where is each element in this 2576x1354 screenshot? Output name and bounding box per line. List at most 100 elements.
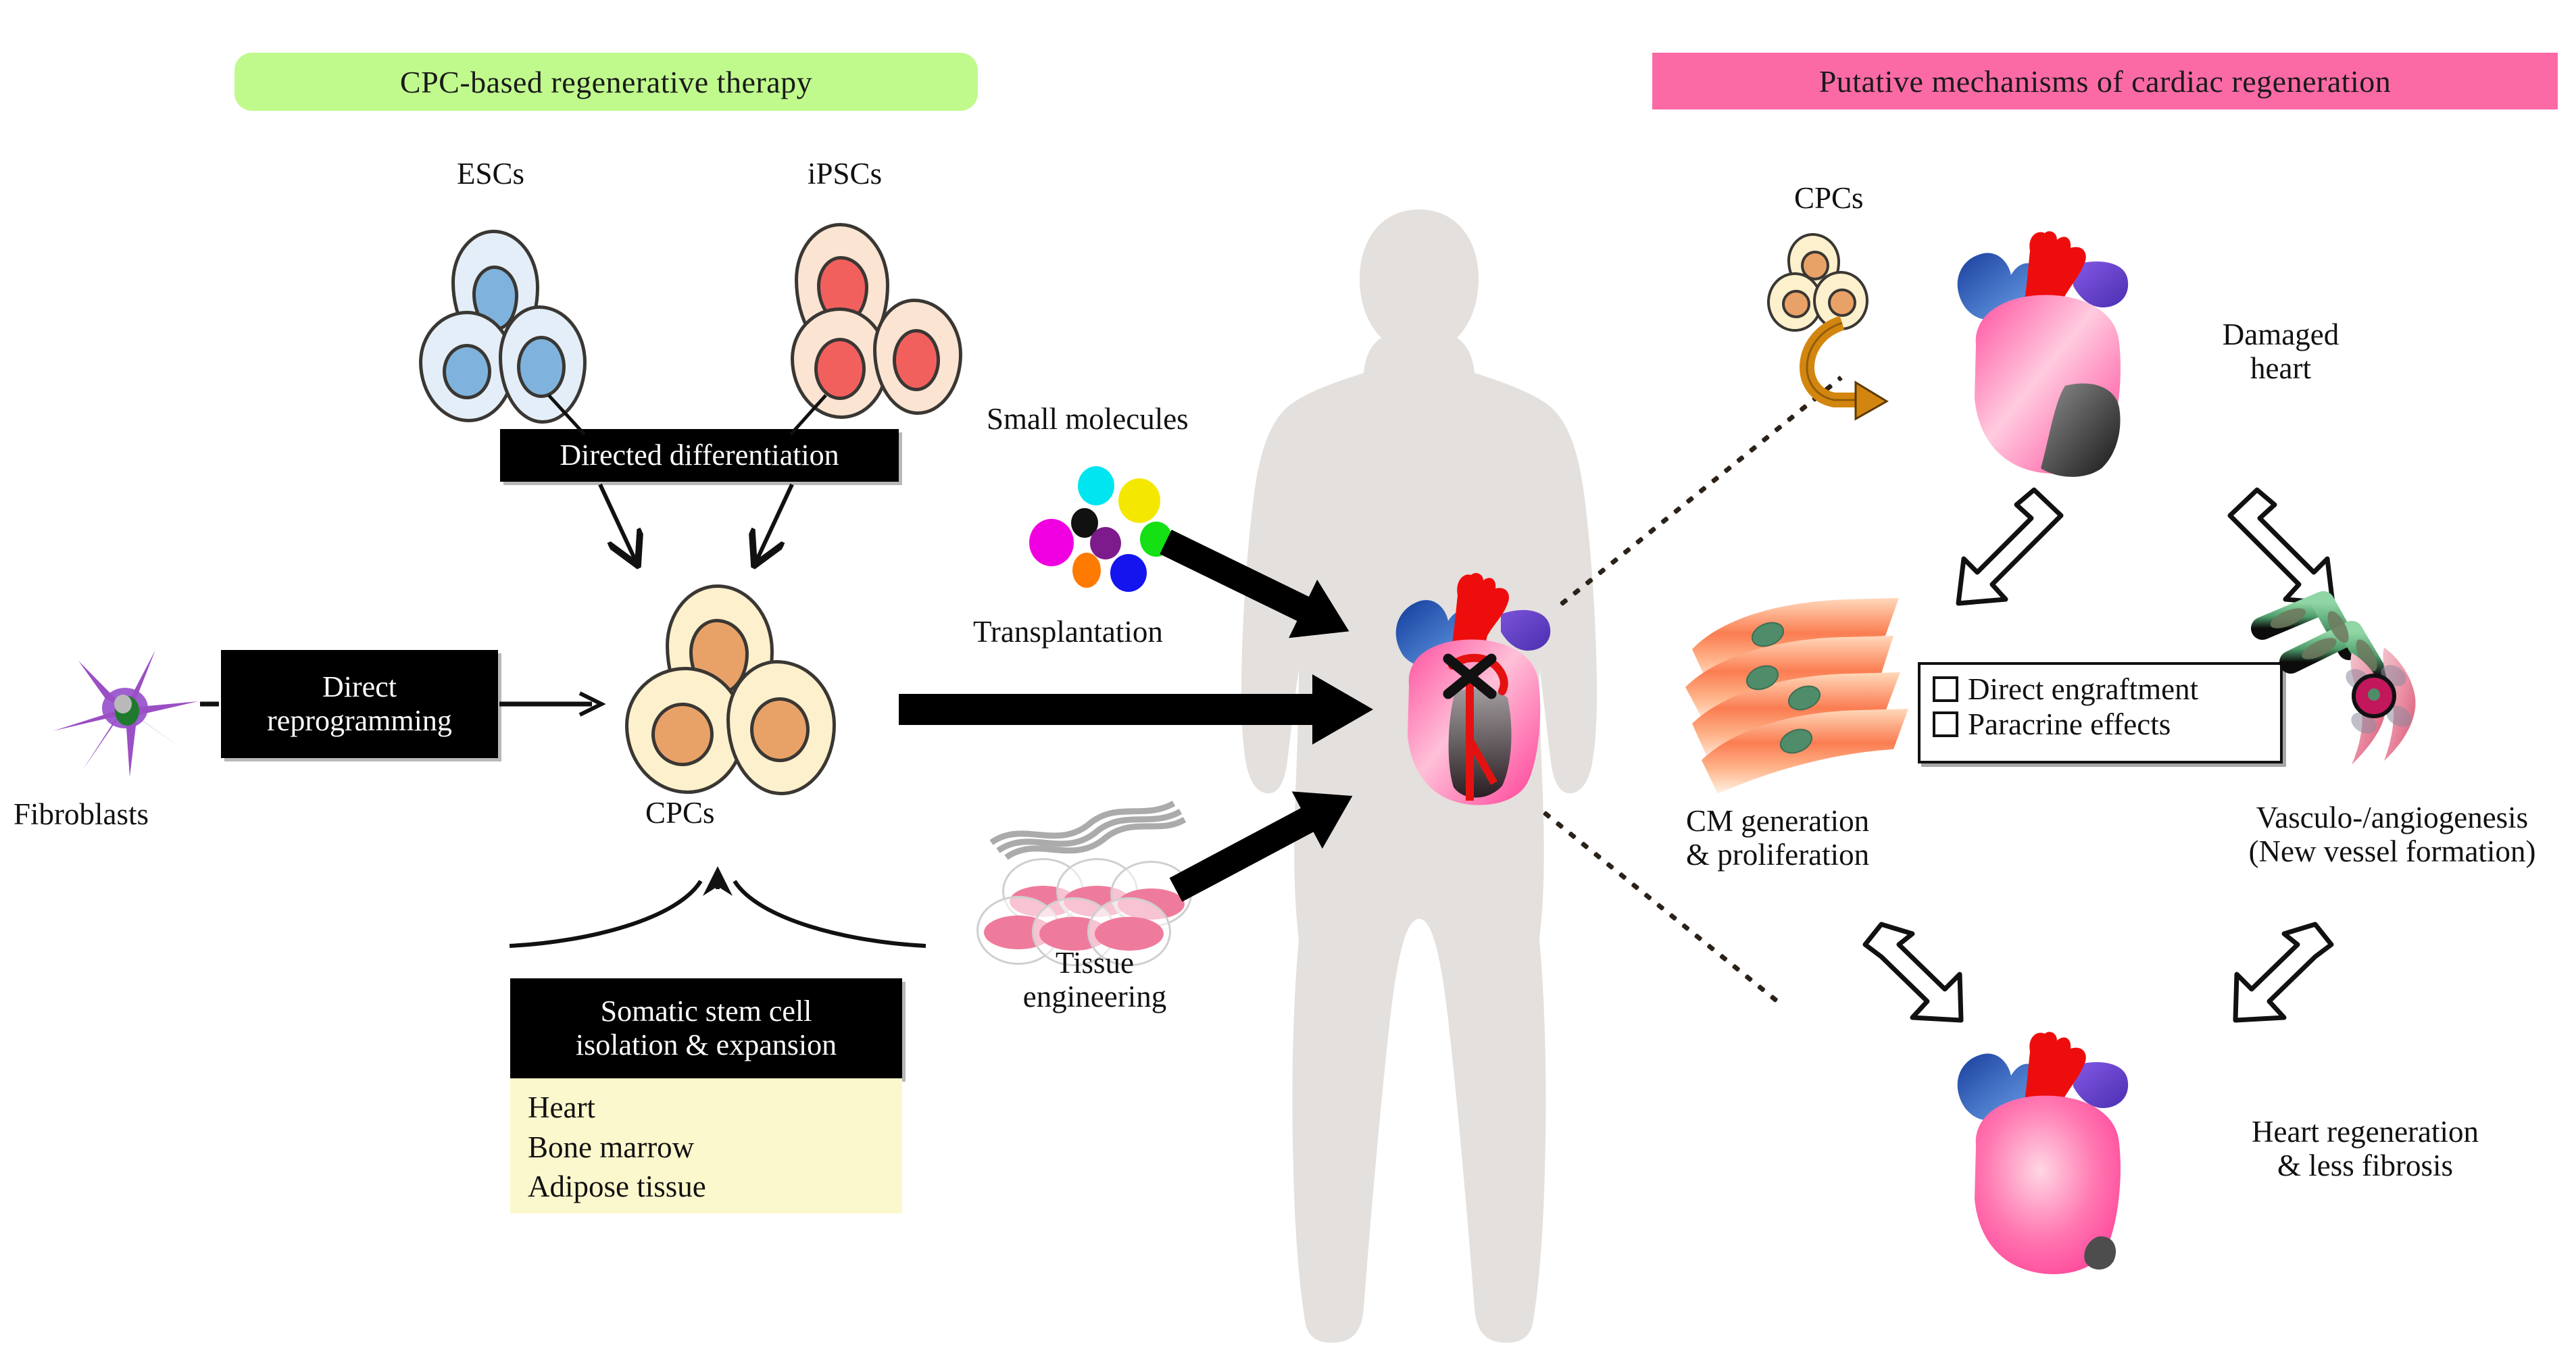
source-item: Bone marrow [528,1130,695,1164]
small-molecules-cluster [1024,466,1199,601]
arrow-ipsc-to-cpc [756,483,794,563]
cm-generation-line1: CM generation [1686,804,1870,838]
vasculogenesis-illustration [2250,588,2480,784]
ipsc-cell [873,299,962,415]
left-panel-header-text: CPC-based regenerative therapy [399,64,813,99]
fibroblasts-label: Fibroblasts [14,797,149,831]
checkbox-icon[interactable] [1933,711,1958,738]
heart-regen-line2: & less fibrosis [2277,1149,2453,1183]
mechanism-label: Paracrine effects [1968,707,2171,742]
cpc-cell-cluster-right [1767,233,1882,332]
human-body-silhouette [1237,203,1602,1345]
directed-differentiation-arrows [598,483,794,590]
pulmonary-vein [2072,1062,2129,1108]
ipsc-nucleus [814,338,866,400]
cpc-nucleus [1828,289,1856,317]
molecule-dot [1118,478,1160,523]
somatic-sources-list: Heart Bone marrow Adipose tissue [510,1078,902,1213]
direct-reprogramming-box: Direct reprogramming [221,650,498,758]
source-item: Adipose tissue [528,1170,706,1203]
somatic-box-line1: Somatic stem cell [600,994,812,1028]
damaged-heart-label: Damaged heart [2179,318,2382,386]
molecule-dot [1078,466,1114,505]
molecule-dot [1110,554,1147,592]
arrow-esc-to-cpc [598,483,637,563]
source-item: Heart [528,1090,595,1124]
esc-nucleus [443,344,491,399]
left-panel-header: CPC-based regenerative therapy [234,53,978,111]
cpc-homing-curved-arrow [1800,316,1889,421]
somatic-box-line2: isolation & expansion [575,1028,837,1061]
cm-generation-label: CM generation & proliferation [1686,804,1977,872]
damaged-heart-illustration [1946,231,2169,503]
transplantation-label: Transplantation [973,615,1163,649]
damaged-heart-line1: Damaged [2222,318,2339,351]
directed-differentiation-label: Directed differentiation [560,438,839,472]
molecule-dot [1072,553,1101,588]
hollow-arrow-down-left-top [1956,487,2064,606]
fibroblast-cell [41,628,209,791]
occlusion-x-mark [1443,653,1497,699]
residual-scar [2084,1236,2116,1270]
vasculo-line2: (New vessel formation) [2248,834,2536,869]
infarct-region [1448,688,1512,798]
hollow-arrow-down-right-bottom [1862,922,1964,1023]
cpc-cell [1767,272,1823,332]
cm-generation-line2: & proliferation [1686,838,1870,872]
coronary-artery [1448,653,1508,695]
culture-well [1087,897,1171,966]
pulmonary-vein [2072,261,2129,307]
right-panel-header: Putative mechanisms of cardiac regenerat… [1652,53,2558,109]
fibroblast-to-cpc-arrow [200,691,606,717]
cpcs-label-left: CPCs [645,796,715,830]
esc-cell-cluster [419,230,622,424]
vasculogenesis-label: Vasculo-/angiogenesis (New vessel format… [2210,801,2575,869]
cardiomyocyte-illustration [1683,598,1912,794]
tissue-engineering-label: Tissue engineering [993,946,1196,1014]
mechanism-row: Paracrine effects [1933,707,2267,742]
mechanism-row: Direct engraftment [1933,672,2267,707]
ipsc-label: iPSCs [808,157,883,191]
mechanism-label: Direct engraftment [1968,672,2199,706]
culture-media [1095,917,1164,951]
checkbox-icon[interactable] [1933,676,1958,703]
tissue-scaffold-sheet [989,801,1187,861]
esc-ipsc-leader-lines [547,394,827,436]
cpcs-label-right: CPCs [1794,181,1864,215]
tissue-engineering-line2: engineering [1022,980,1167,1014]
direct-reprogramming-line2: reprogramming [267,704,452,737]
somatic-sources-brace [509,866,926,948]
right-panel-header-text: Putative mechanisms of cardiac regenerat… [1818,64,2392,99]
molecule-dot [1090,527,1121,559]
heart-regen-line1: Heart regeneration [2251,1115,2479,1149]
ipsc-nucleus [893,329,940,391]
heart-regeneration-label: Heart regeneration & less fibrosis [2196,1115,2534,1183]
direct-reprogramming-line1: Direct [322,670,397,703]
cpc-cell [625,667,745,794]
vasculo-line1: Vasculo-/angiogenesis [2256,801,2529,834]
cpc-cell-cluster-left [625,584,855,795]
molecule-dot [1029,519,1074,566]
lad-branch [1466,738,1497,785]
esc-nucleus [517,336,566,398]
cpc-nucleus [1782,290,1810,318]
esc-label: ESCs [457,157,525,191]
small-molecules-label: Small molecules [987,402,1189,436]
ipsc-cell [791,307,889,419]
transplantation-arrow [899,674,1379,745]
mechanisms-box: Direct engraftment Paracrine effects [1918,662,2283,763]
somatic-stem-cell-box: Somatic stem cell isolation & expansion [510,978,902,1078]
infarct-scar [2041,383,2121,477]
cpc-nucleus [750,697,810,762]
directed-differentiation-box: Directed differentiation [500,429,899,482]
pulmonary-vein [1501,609,1551,651]
cpc-nucleus [651,703,714,766]
heart-muscle [1975,1095,2121,1274]
tissue-engineering-line1: Tissue [1056,946,1134,980]
regenerated-heart-illustration [1946,1032,2169,1304]
ipsc-cell-cluster [791,223,1000,419]
cpc-cell [726,660,836,795]
patient-heart-with-infarct [1368,571,1598,814]
damaged-heart-line2: heart [2250,351,2311,386]
hollow-arrow-down-left-bottom [2233,922,2334,1023]
